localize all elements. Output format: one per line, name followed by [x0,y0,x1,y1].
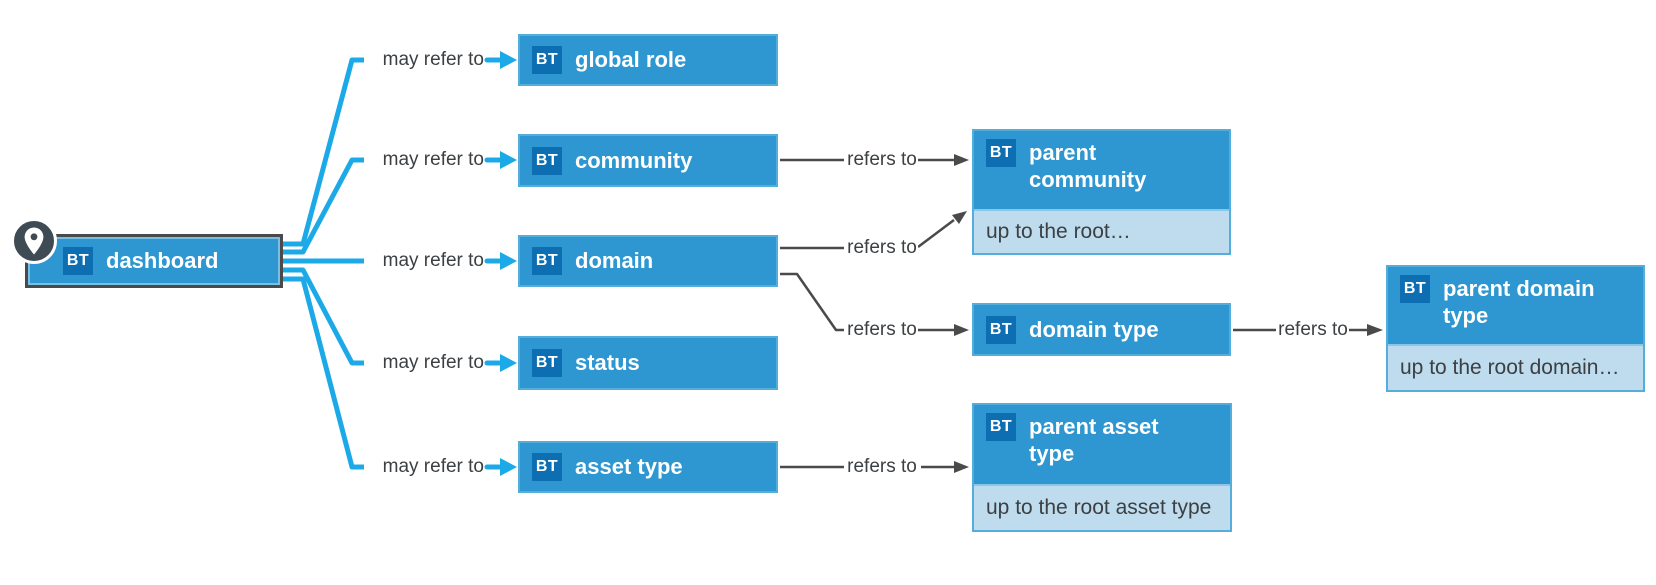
node-asset-type[interactable]: BT asset type [518,441,778,493]
arrowhead [1367,324,1383,336]
edge-domain-domain-type [780,272,969,336]
node-community[interactable]: BT community [518,134,778,187]
bt-badge: BT [532,349,562,377]
arrowhead [952,211,967,224]
bt-badge: BT [986,139,1016,167]
arrowhead [500,151,517,169]
node-label: parent domain type [1443,276,1595,328]
edge-label-refers-to: refers to [846,318,918,342]
arrowhead [954,461,969,473]
edge-label-may-refer-to: may refer to [364,455,484,479]
node-note: up to the root domain… [1388,344,1643,390]
edge-label-may-refer-to: may refer to [364,48,484,72]
arrowhead [500,51,517,69]
node-label: global role [575,47,687,72]
bt-badge: BT [63,247,93,275]
edge-domain-parent-community [780,211,967,250]
node-label: status [575,350,640,375]
edge-dashboard-asset-type [278,276,517,476]
arrowhead [500,252,517,270]
bt-badge: BT [1400,275,1430,303]
bt-badge: BT [532,247,562,275]
edge-label-may-refer-to: may refer to [364,249,484,273]
node-parent-community[interactable]: BT parent community up to the root… [972,129,1231,255]
edge-label-refers-to: refers to [846,236,918,260]
edge-label-may-refer-to: may refer to [364,148,484,172]
arrowhead [500,354,517,372]
bt-badge: BT [986,315,1016,344]
node-header: BT parent asset type [974,405,1230,484]
node-parent-domain-type[interactable]: BT parent domain type up to the root dom… [1386,265,1645,392]
node-label: community [575,147,693,173]
arrowhead [954,154,969,166]
location-pin-icon [11,218,57,264]
edge-dashboard-domain [278,252,517,270]
node-label: domain type [1029,316,1159,342]
arrowhead [500,458,517,476]
edge-label-refers-to: refers to [1278,318,1348,342]
node-label: dashboard [106,248,219,273]
edge-asset-type-parent-asset-type [780,461,969,473]
node-note: up to the root… [974,209,1229,253]
node-label: asset type [575,454,683,479]
edge-label-refers-to: refers to [846,455,918,479]
node-global-role[interactable]: BT global role [518,34,778,86]
bt-badge: BT [532,453,562,481]
edge-domain-type-parent-domain-type [1233,324,1383,336]
edge-label-may-refer-to: may refer to [364,351,484,375]
node-note: up to the root asset type [974,484,1230,530]
node-parent-asset-type[interactable]: BT parent asset type up to the root asse… [972,403,1232,532]
node-status[interactable]: BT status [518,336,778,390]
node-domain-type[interactable]: BT domain type [972,303,1231,356]
node-label: parent asset type [1029,414,1159,466]
node-label: domain [575,248,654,273]
arrowhead [954,324,969,336]
node-label: parent community [1029,140,1147,192]
edge-community-parent-community [780,154,969,166]
bt-badge: BT [986,413,1016,441]
node-header: BT parent domain type [1388,267,1643,344]
bt-badge: BT [532,146,562,175]
node-header: BT parent community [974,131,1229,209]
node-dashboard[interactable]: BT dashboard [11,218,283,288]
node-domain[interactable]: BT domain [518,235,778,287]
bt-badge: BT [532,46,562,74]
edge-label-refers-to: refers to [846,148,918,172]
